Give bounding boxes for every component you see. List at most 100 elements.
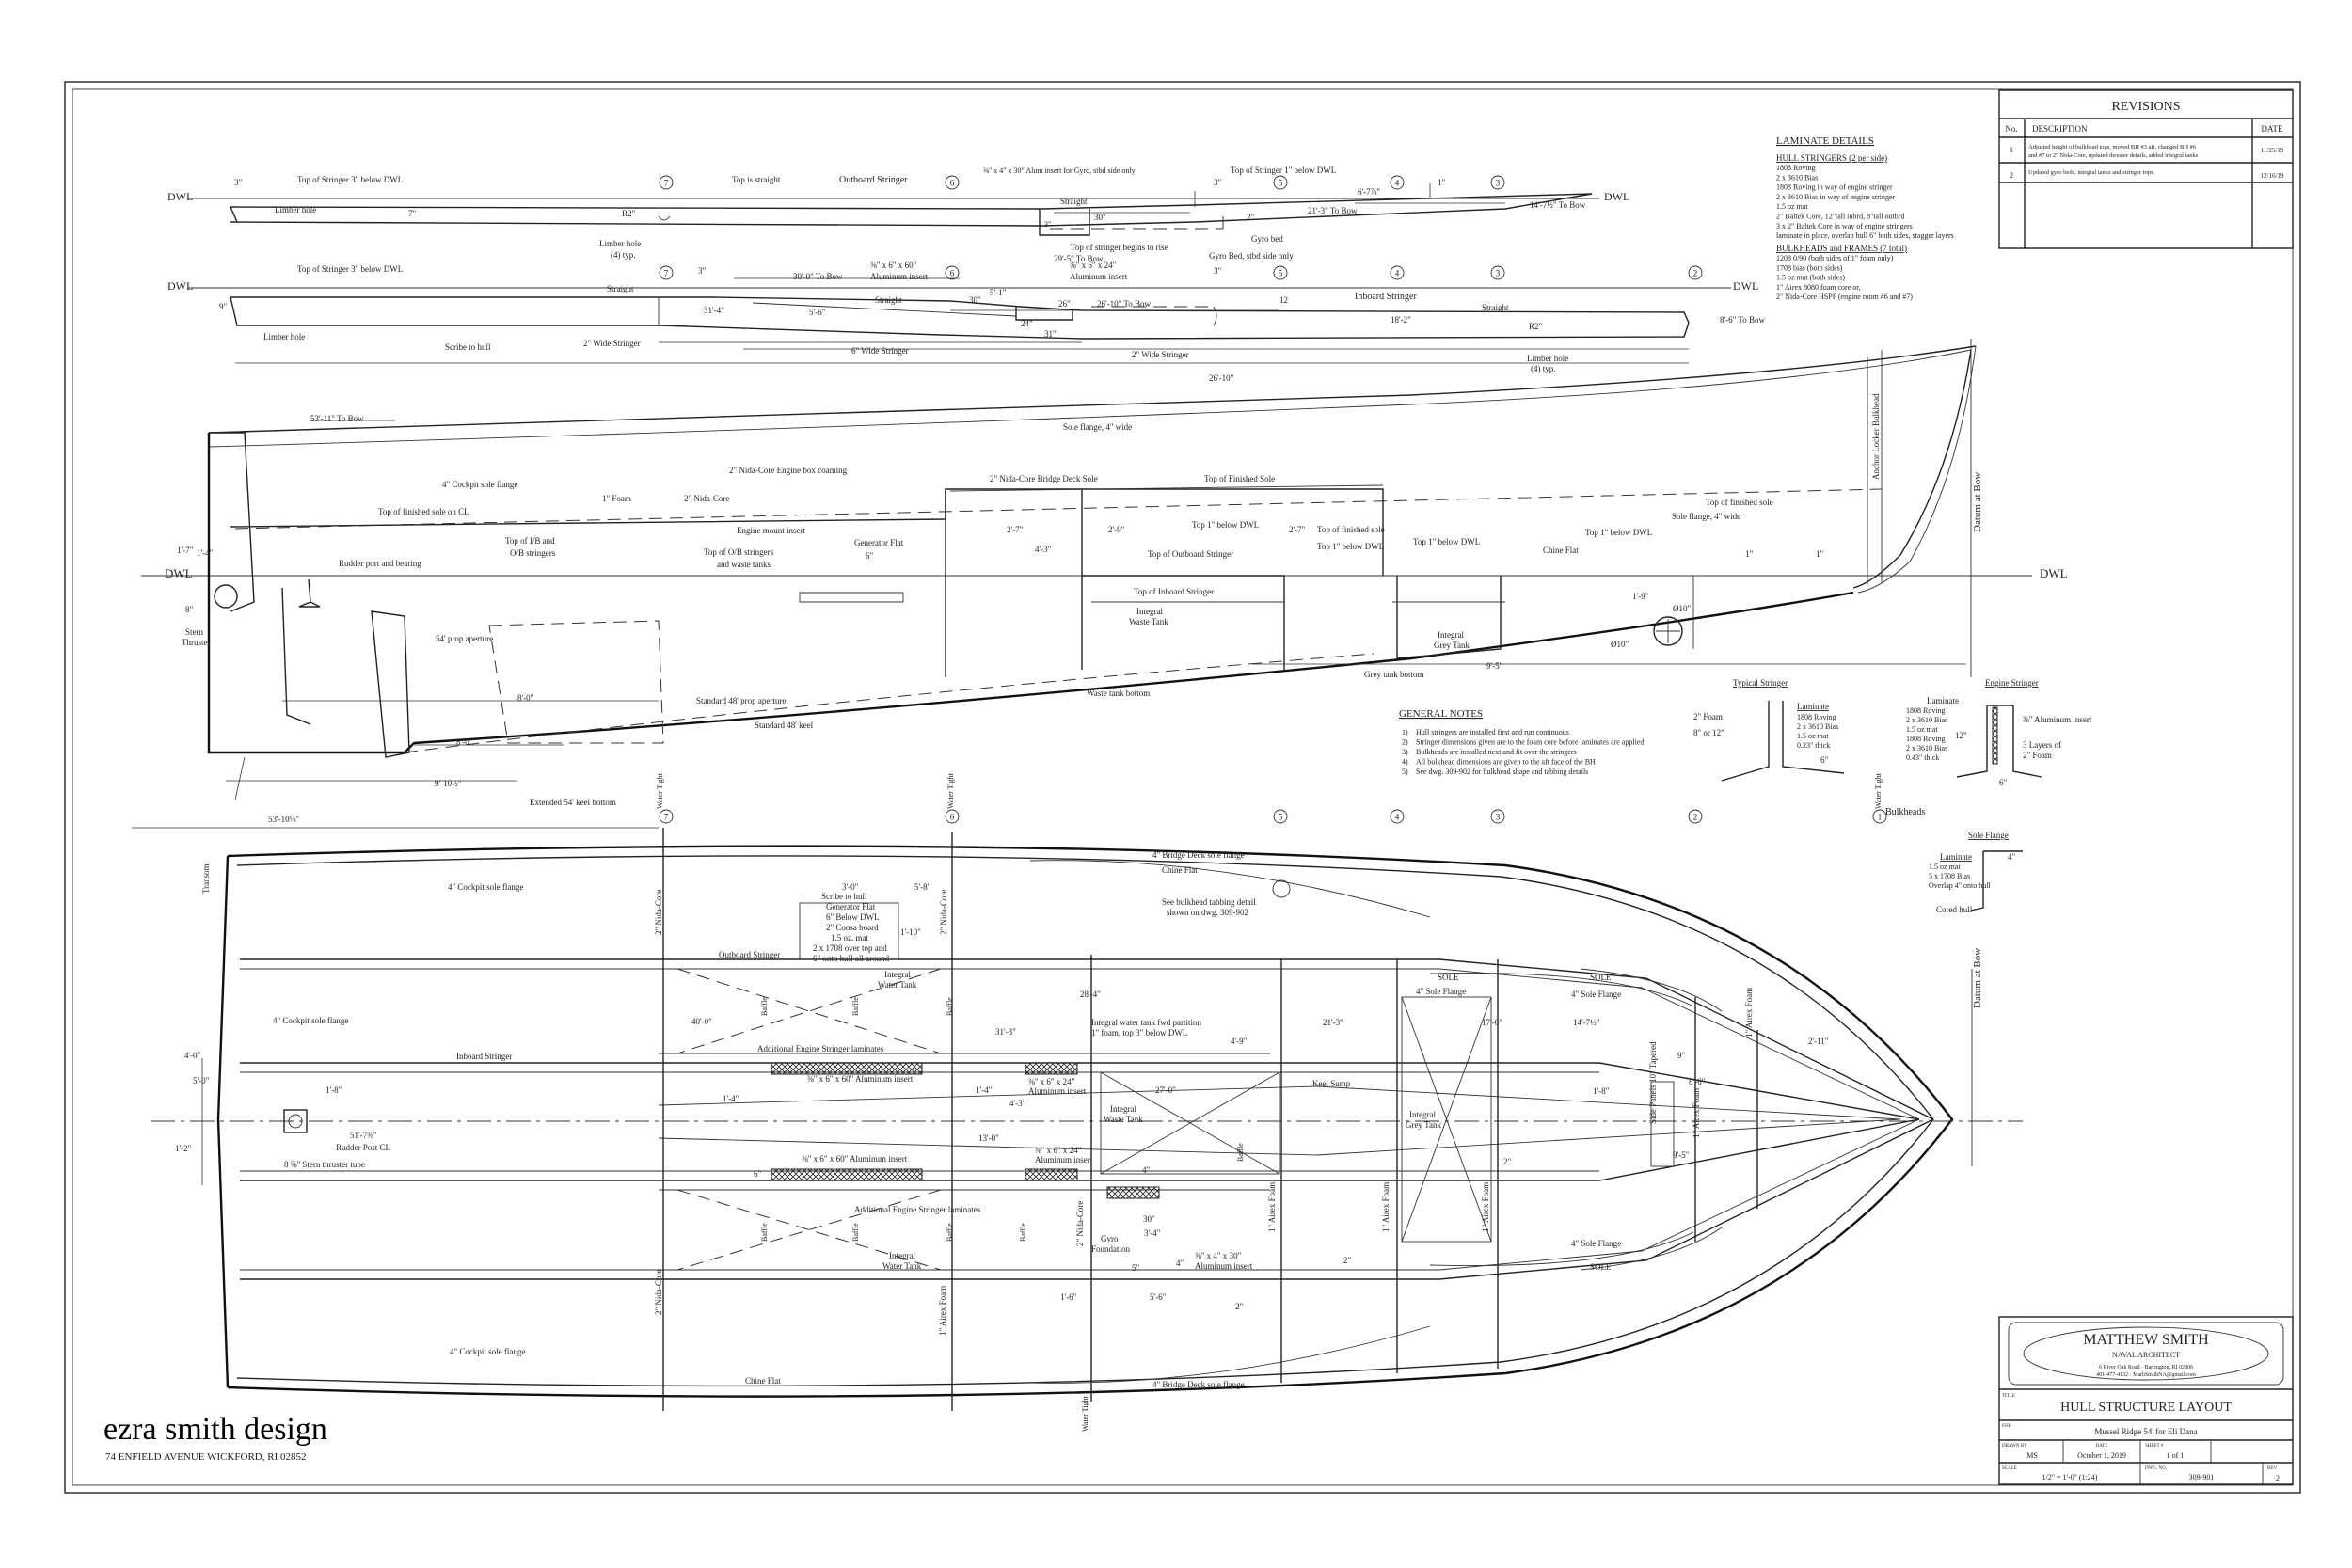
- typical-laminate-line: 1808 Roving: [1797, 713, 1836, 721]
- revisions-title: REVISIONS: [2111, 100, 2180, 114]
- label-s-alum60a: ⅜" x 6" x 60": [870, 261, 917, 270]
- note-number: 5): [1402, 768, 1408, 776]
- label-n-alum60a: ⅜" x 6" x 60" Aluminum insert: [807, 1074, 914, 1084]
- stern-thruster: [214, 584, 238, 609]
- cored-hull-label: Cored hull: [1936, 905, 1973, 914]
- label-n-18: 1'-8": [326, 1085, 342, 1095]
- label-s-straight2: Straight: [607, 284, 634, 293]
- label-p-54keel: Extended 54' keel bottom: [530, 798, 616, 807]
- label-s-top3a: Top of Stringer 3" below DWL: [297, 175, 403, 184]
- label-p-17: 1'-7": [177, 546, 194, 555]
- inboard-stringer-bottom: [230, 296, 1690, 340]
- label-s-295: 29'-5" To Bow: [1054, 254, 1104, 263]
- label-s-1475: 14'-7½" To Bow: [1530, 200, 1586, 210]
- label-p-chine-flat: Chine Flat: [1543, 546, 1579, 555]
- label-p-generator: Generator Flat: [854, 538, 904, 547]
- label-n-30b: 30": [1143, 1214, 1155, 1224]
- outboard-stringer-plan: [240, 958, 1934, 1120]
- label-p-ib-ob: Top of I/B and: [505, 536, 555, 546]
- label-p-ib-ob2: O/B stringers: [510, 548, 556, 558]
- station-bubble-st-4c: [1390, 809, 1405, 824]
- label-n-sole2: SOLE: [1590, 973, 1612, 982]
- rev-col-date: DATE: [2262, 124, 2283, 134]
- label-n-5: 5": [1132, 1263, 1140, 1273]
- label-s-2610: 26'-10" To Bow: [1097, 299, 1152, 309]
- label-n-scribe: Scribe to hull: [821, 892, 867, 901]
- station-number-st-4b: 4: [1395, 269, 1400, 278]
- label-n-6: 6": [754, 1169, 762, 1179]
- prop-aperture-54: [371, 610, 410, 758]
- title-block: MATTHEW SMITH NAVAL ARCHITECT 6 River Oa…: [1998, 1316, 2294, 1485]
- label-p-14: 1'-4": [197, 548, 214, 558]
- hull-plan-view: [132, 827, 2023, 1411]
- label-p-1a: 1": [1745, 549, 1754, 559]
- engine-foam2-label: 2" Foam: [2023, 751, 2052, 760]
- label-p-grey-bottom: Grey tank bottom: [1364, 670, 1424, 679]
- station-bubble-st-6a: [945, 175, 960, 190]
- engine-six-label: 6": [1999, 778, 2008, 787]
- label-n-12: 1'-2": [175, 1144, 192, 1153]
- label-s-314: 31'-4": [704, 306, 724, 315]
- label-p-48keel: Standard 48' keel: [755, 721, 814, 730]
- label-s-2610b: 26'-10": [1209, 373, 1234, 383]
- engine-laminate-line: 1.5 oz mat: [1906, 725, 1938, 734]
- label-n-14: 1'-4": [976, 1085, 993, 1095]
- label-p-1b: 1": [1816, 549, 1824, 559]
- label-s-86: 8'-6" To Bow: [1720, 315, 1766, 325]
- label-s-gyro-bed: Gyro bed: [1251, 234, 1283, 244]
- typical-laminate-line: 1.5 oz mat: [1797, 732, 1829, 740]
- engine-laminate-line: 2 x 3610 Bias: [1906, 744, 1947, 752]
- label-p-80b: 8'-0": [456, 737, 473, 747]
- label-p-rudder: Rudder port and bearing: [339, 559, 421, 568]
- label-n-1310: 13'-0": [978, 1133, 999, 1143]
- label-n-2c: 2": [1235, 1302, 1244, 1311]
- alum-insert-60-a: [771, 1062, 923, 1075]
- label-p-top1-dwl-b: Top 1" below DWL: [1317, 542, 1384, 551]
- alum-insert-60-b: [771, 1168, 923, 1181]
- label-p-top-finished-sole2: Top of finished sole: [1706, 498, 1773, 507]
- bow-thruster: [1653, 616, 1683, 646]
- station-number-st-7c: 7: [664, 813, 669, 822]
- drawing-title: HULL STRUCTURE LAYOUT: [2060, 1401, 2232, 1415]
- label-n-15oz: 1.5 oz. mat: [831, 933, 868, 942]
- bulkhead-laminate-line: 1208 0/90 (both sides of 1" foam only): [1776, 254, 1894, 262]
- station-bubble-st-3a: [1490, 175, 1505, 190]
- outboard-stringer-view: [188, 183, 1599, 236]
- label-s-dwl1r: DWL: [1604, 190, 1629, 203]
- label-n-int-water4: Water Tank: [882, 1261, 922, 1271]
- gyro-insert: [1106, 1186, 1160, 1199]
- revision-description: Adjusted height of bulkhead tops, moved …: [2028, 144, 2197, 150]
- label-p-29: 2'-9": [1108, 525, 1125, 534]
- label-s-alum-gyro: ⅜" x 4" x 30" Alum insert for Gyro, stbd…: [983, 166, 1136, 175]
- bulkhead-laminate-line: 1" Airex 8080 foam core or,: [1776, 283, 1861, 292]
- station-number-st-5a: 5: [1279, 179, 1283, 188]
- label-n-34: 3'-4": [1144, 1228, 1161, 1238]
- generator-flat-box: [799, 902, 899, 960]
- label-n-sole-flange2: 4" Sole Flange: [1571, 990, 1621, 999]
- label-n-airex2: 1" Airex Foam: [1267, 1182, 1277, 1232]
- station-number-st-7b: 7: [664, 269, 669, 278]
- label-n-wl2: Water Tight: [946, 772, 955, 809]
- transom: [209, 432, 255, 612]
- label-p-top-finished-sole: Top of finished sole: [1317, 525, 1385, 534]
- label-n-14b: 1'-4": [723, 1094, 739, 1103]
- label-p-stern: Stern: [185, 627, 203, 637]
- typical-laminate-line: 0.23" thick: [1797, 741, 1830, 750]
- label-n-baffle3: Baffle: [946, 997, 954, 1016]
- label-n-airex6: 1" Airex Foam: [1744, 988, 1754, 1037]
- station-number-st-3a: 3: [1496, 179, 1501, 188]
- label-s-top3b: Top of Stringer 3" below DWL: [297, 264, 403, 274]
- label-p-integral-grey2: Grey Tank: [1434, 641, 1470, 650]
- sole-flange-title: Sole Flange: [1968, 831, 2009, 840]
- station-bubble-st-2c: [1688, 809, 1703, 824]
- label-p-910: 9'-10½": [435, 779, 462, 788]
- station-bubble-st-5b: [1273, 265, 1288, 280]
- typical-foam-label: 2" Foam: [1693, 712, 1723, 721]
- scale-label: SCALE: [2002, 1466, 2017, 1471]
- station-bubble-st-6b: [945, 265, 960, 280]
- outer-border: [64, 81, 2301, 1494]
- label-n-9: 9": [1677, 1051, 1686, 1060]
- label-p-top1-dwl-d: Top 1" below DWL: [1585, 528, 1652, 537]
